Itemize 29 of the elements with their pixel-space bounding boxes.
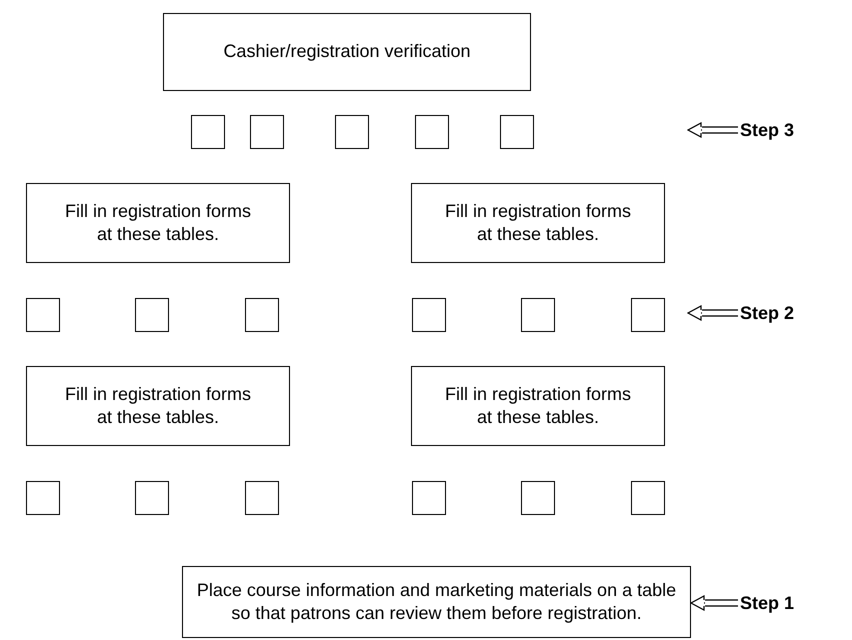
table-square bbox=[335, 115, 369, 149]
info-box: Place course information and marketing materials on a table so that patrons can review them before registration. bbox=[182, 566, 691, 638]
hollow-arrow bbox=[687, 122, 739, 138]
table-square bbox=[412, 298, 446, 332]
table-square bbox=[500, 115, 534, 149]
table-square bbox=[631, 298, 665, 332]
step-label: Step 3 bbox=[740, 118, 794, 142]
info-box: Fill in registration forms at these tables. bbox=[411, 366, 665, 446]
info-box: Cashier/registration verification bbox=[163, 13, 531, 91]
info-box: Fill in registration forms at these tables. bbox=[26, 183, 290, 263]
step-label: Step 2 bbox=[740, 301, 794, 325]
table-square bbox=[135, 481, 169, 515]
table-square bbox=[245, 298, 279, 332]
step-label: Step 1 bbox=[740, 591, 794, 615]
table-square bbox=[521, 298, 555, 332]
table-square bbox=[631, 481, 665, 515]
table-square bbox=[250, 115, 284, 149]
table-square bbox=[191, 115, 225, 149]
table-square bbox=[135, 298, 169, 332]
table-square bbox=[415, 115, 449, 149]
hollow-arrow bbox=[690, 595, 739, 611]
info-box: Fill in registration forms at these tables. bbox=[411, 183, 665, 263]
table-square bbox=[245, 481, 279, 515]
hollow-arrow bbox=[687, 305, 739, 321]
table-square bbox=[412, 481, 446, 515]
info-box: Fill in registration forms at these tables. bbox=[26, 366, 290, 446]
table-square bbox=[521, 481, 555, 515]
table-square bbox=[26, 481, 60, 515]
table-square bbox=[26, 298, 60, 332]
